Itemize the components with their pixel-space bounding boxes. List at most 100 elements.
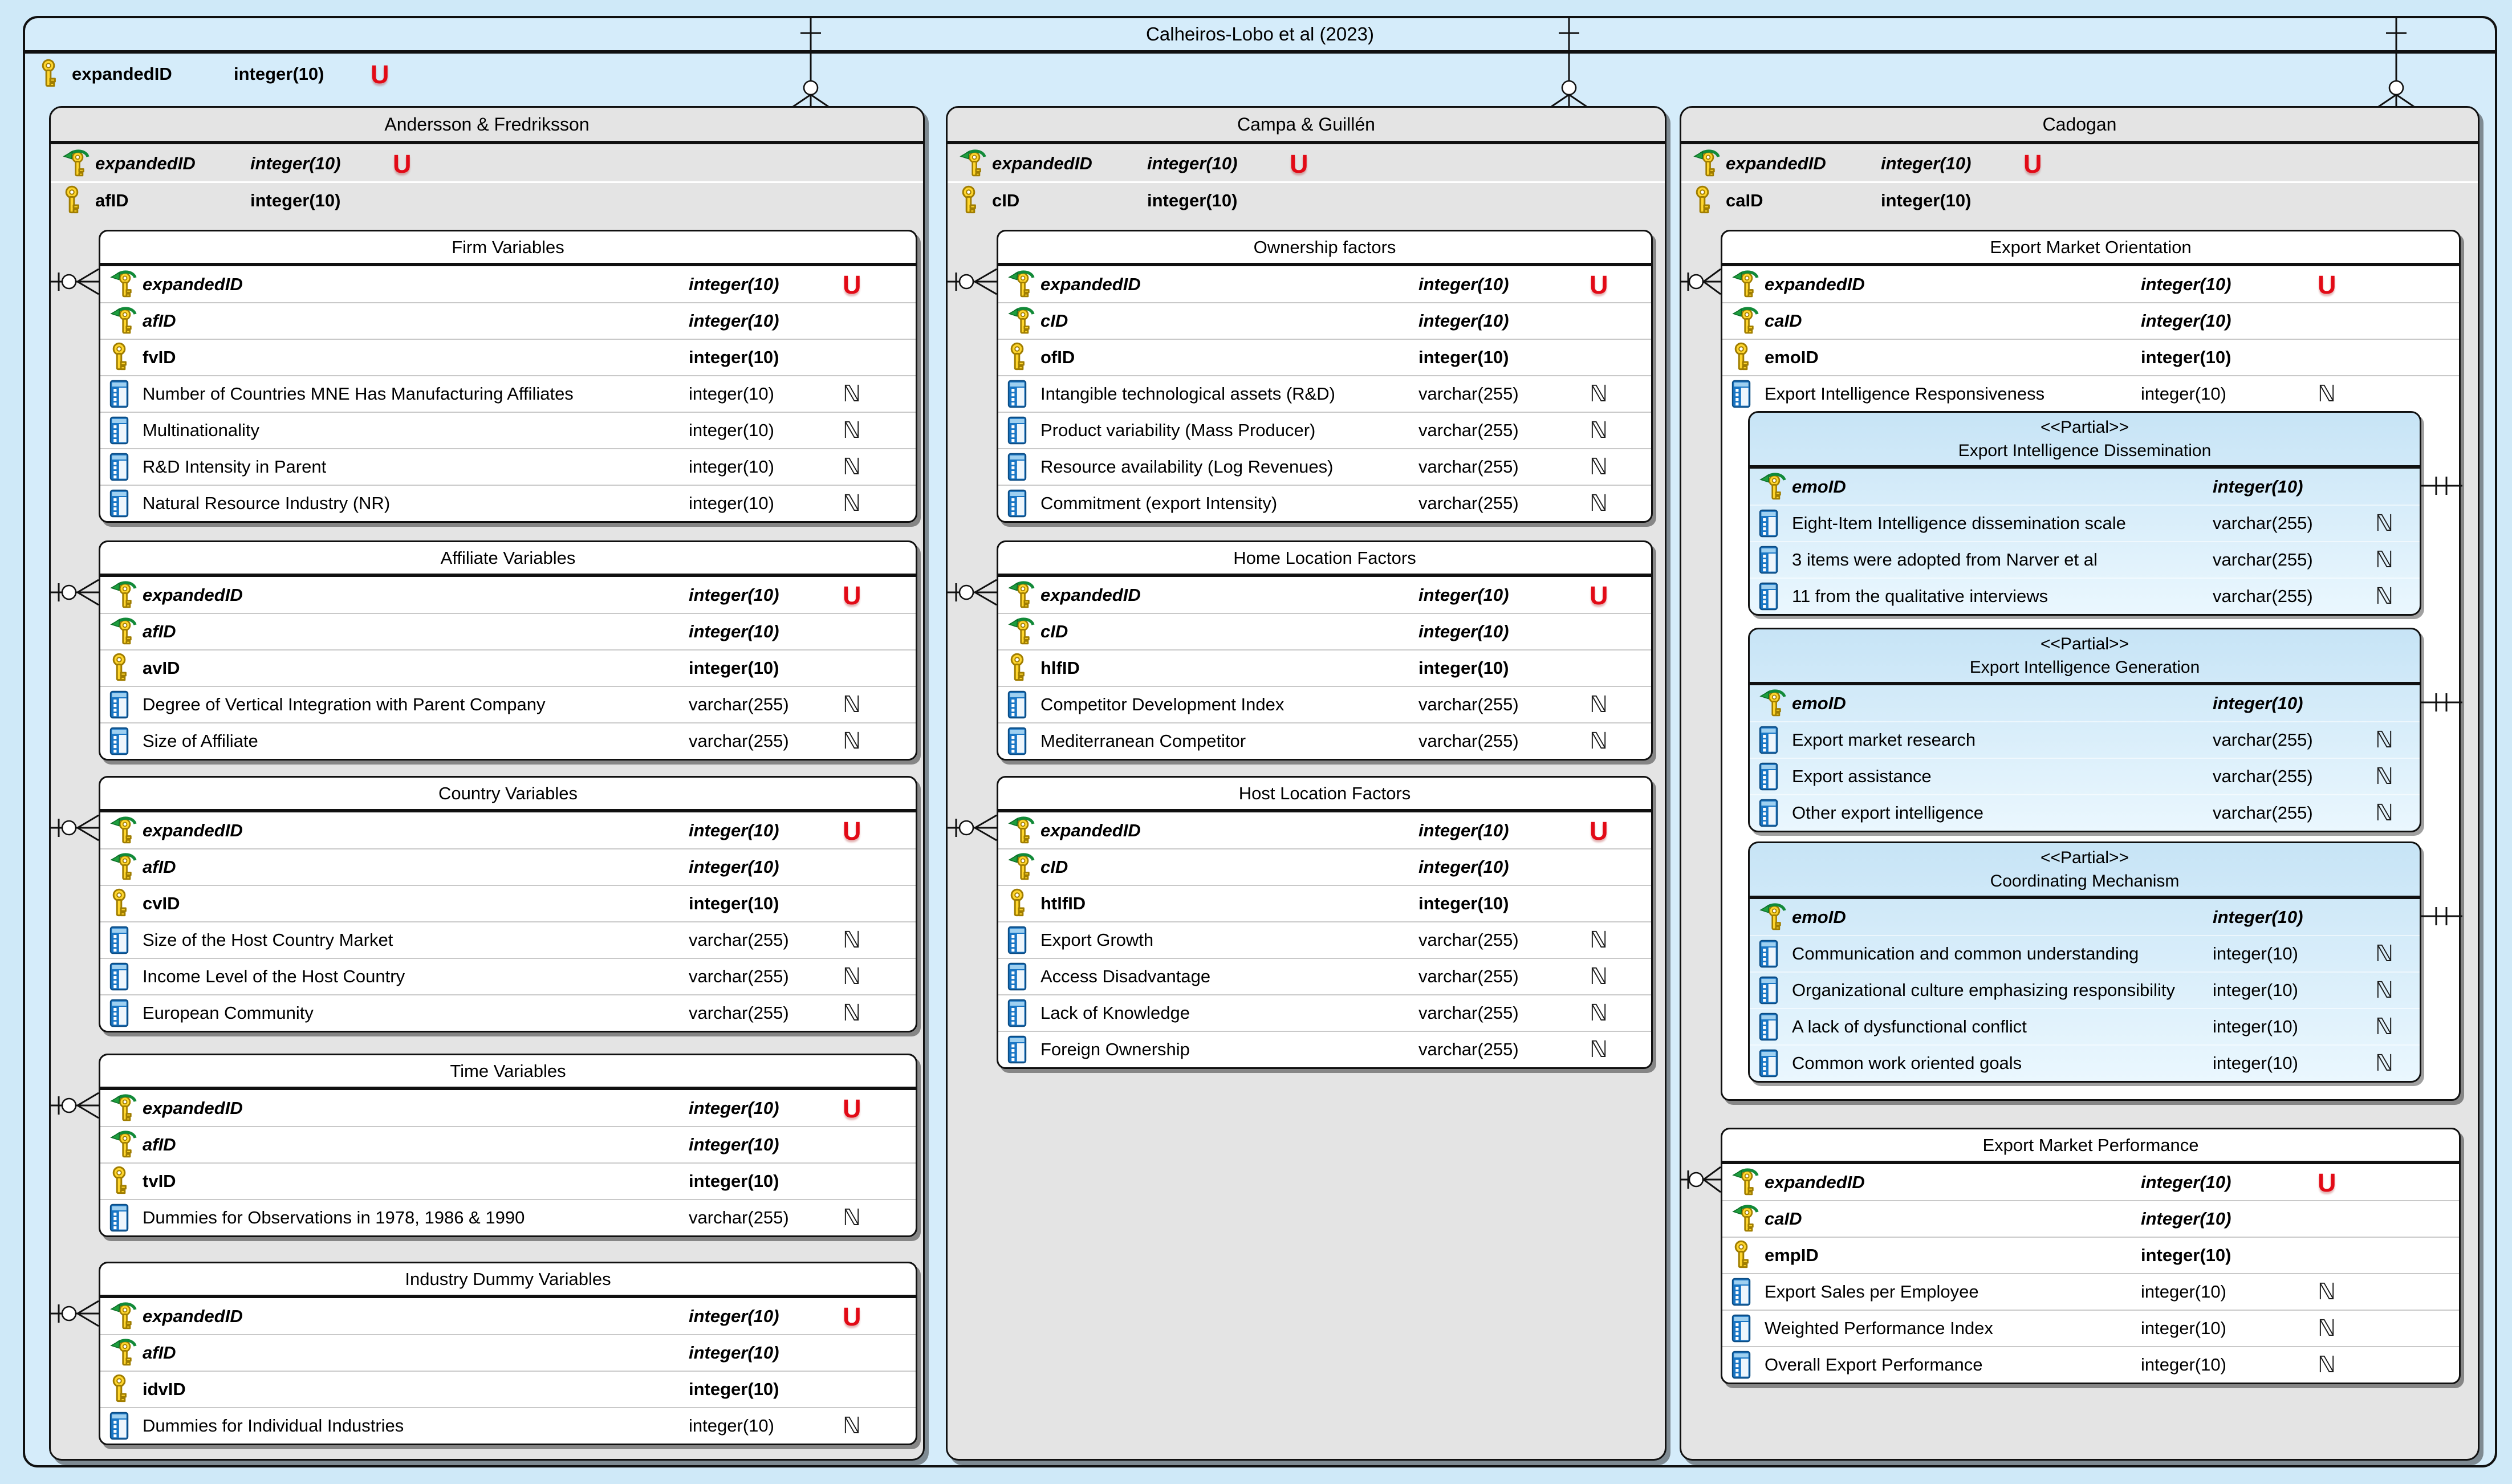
field-name: Size of Affiliate — [143, 731, 258, 751]
field-name: hlfID — [1040, 658, 1080, 678]
primary-key-icon — [1006, 342, 1038, 373]
primary-key-icon — [108, 1166, 140, 1197]
field-type: integer(10) — [2213, 980, 2298, 1000]
foreign-key-icon — [108, 1300, 140, 1332]
nullable-icon: ℕ — [2375, 800, 2394, 826]
nullable-icon: ℕ — [2375, 941, 2394, 966]
unique-icon: U — [843, 1302, 861, 1331]
nullable-icon: ℕ — [843, 729, 861, 754]
connector-one-to-many — [51, 1298, 99, 1329]
group-title: Cadogan — [1681, 108, 2478, 144]
connector-one-to-many — [51, 1089, 99, 1121]
column-icon — [1006, 453, 1038, 481]
column-icon — [1758, 799, 1790, 827]
table-title: Affiliate Variables — [100, 542, 916, 577]
field-name: Size of the Host Country Market — [143, 930, 393, 950]
column-icon — [108, 416, 140, 445]
field-type: integer(10) — [2141, 1318, 2226, 1338]
nullable-icon: ℕ — [2318, 381, 2336, 406]
connector-one-to-many — [948, 812, 997, 844]
primary-key-icon — [958, 185, 990, 216]
field-name: Weighted Performance Index — [1765, 1318, 1993, 1338]
partial-stereotype: <<Partial>> — [2040, 418, 2129, 437]
field-name: Export Sales per Employee — [1765, 1282, 1979, 1302]
partial-table-export-intelligence-dissemination[interactable]: <<Partial>>Export Intelligence Dissemina… — [1748, 411, 2462, 616]
connector-one-to-one — [2421, 691, 2462, 714]
foreign-key-icon — [1006, 579, 1038, 611]
field-type: varchar(255) — [689, 966, 789, 986]
field-name: emoID — [1792, 477, 1846, 497]
connector-one-to-many — [948, 266, 997, 298]
column-icon — [1758, 940, 1790, 968]
field-type: varchar(255) — [1418, 1003, 1519, 1023]
field-type: integer(10) — [2213, 1053, 2298, 1073]
field-type: integer(10) — [2141, 1282, 2226, 1302]
table-title: Home Location Factors — [998, 542, 1651, 577]
column-icon — [108, 380, 140, 408]
nullable-icon: ℕ — [2375, 584, 2394, 609]
field-name: expandedID — [72, 64, 172, 84]
group-title: Campa & Guillén — [948, 108, 1665, 144]
column-icon — [1758, 1013, 1790, 1041]
connector-one-to-many — [51, 576, 99, 608]
column-icon — [1758, 582, 1790, 611]
field-name: expandedID — [143, 820, 243, 840]
field-name: afID — [143, 621, 176, 641]
field-type: integer(10) — [689, 820, 779, 840]
field-type: integer(10) — [689, 311, 779, 331]
field-name: expandedID — [143, 274, 243, 294]
table-title: Industry Dummy Variables — [100, 1263, 916, 1298]
field-type: varchar(255) — [1418, 966, 1519, 986]
partial-table-export-intelligence-generation[interactable]: <<Partial>>Export Intelligence Generatio… — [1748, 628, 2462, 832]
field-type: varchar(255) — [1418, 384, 1519, 404]
field-name: tvID — [143, 1171, 176, 1191]
partial-stereotype: <<Partial>> — [2040, 848, 2129, 867]
field-name: Common work oriented goals — [1792, 1053, 2022, 1073]
field-type: varchar(255) — [689, 1207, 789, 1227]
field-type: varchar(255) — [1418, 1039, 1519, 1059]
field-type: varchar(255) — [2213, 766, 2313, 786]
column-icon — [1730, 380, 1762, 408]
field-type: varchar(255) — [1418, 731, 1519, 751]
field-type: varchar(255) — [1418, 694, 1519, 714]
field-type: integer(10) — [689, 1098, 779, 1118]
field-name: afID — [95, 190, 129, 210]
nullable-icon: ℕ — [2375, 764, 2394, 789]
field-name: Number of Countries MNE Has Manufacturin… — [143, 384, 574, 404]
field-name: expandedID — [143, 1306, 243, 1326]
foreign-key-icon — [108, 579, 140, 611]
field-name: Eight-Item Intelligence dissemination sc… — [1792, 513, 2126, 533]
field-name: Foreign Ownership — [1040, 1039, 1190, 1059]
field-name: expandedID — [992, 153, 1092, 173]
